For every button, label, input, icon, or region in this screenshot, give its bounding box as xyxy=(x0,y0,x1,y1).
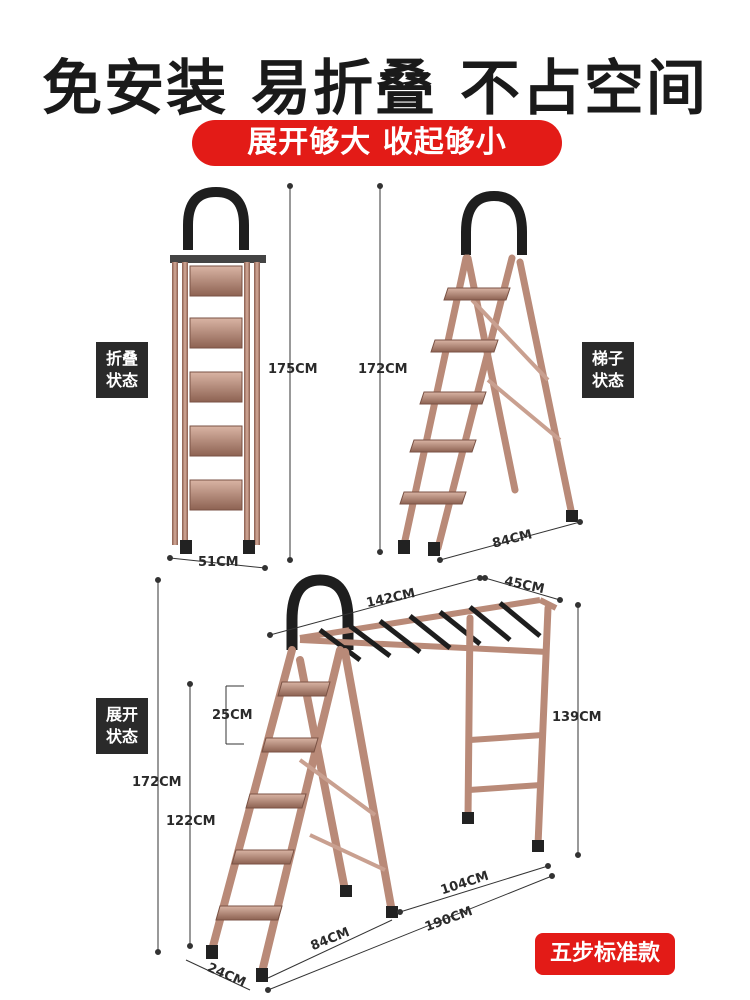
dim-folded-height: 175CM xyxy=(268,362,318,377)
folded-state-label: 折叠 状态 xyxy=(96,342,148,398)
dim-ladder-height: 172CM xyxy=(358,362,408,377)
ladder-state-label: 梯子 状态 xyxy=(582,342,634,398)
ladder-state-line2: 状态 xyxy=(591,371,624,390)
dim-step-height: 122CM xyxy=(166,814,216,829)
dim-folded-width: 51CM xyxy=(198,555,239,570)
dimension-lines xyxy=(155,183,583,993)
unfolded-drying-rack xyxy=(206,574,558,982)
model-badge: 五步标准款 xyxy=(535,933,675,975)
subheadline-pill: 展开够大 收起够小 xyxy=(192,120,562,166)
unfolded-state-label: 展开 状态 xyxy=(96,698,148,754)
unfolded-state-line1: 展开 xyxy=(105,705,138,724)
dim-total-height: 172CM xyxy=(132,775,182,790)
folded-ladder xyxy=(170,186,266,554)
dim-rack-height: 139CM xyxy=(552,710,602,725)
headline: 免安装 易折叠 不占空间 xyxy=(42,54,708,124)
folded-state-line2: 状态 xyxy=(105,371,138,390)
dim-step-gap: 25CM xyxy=(212,708,253,723)
folded-state-line1: 折叠 xyxy=(105,349,138,368)
unfolded-state-line2: 状态 xyxy=(105,727,138,746)
a-frame-ladder xyxy=(398,190,578,556)
ladder-state-line1: 梯子 xyxy=(591,349,624,368)
